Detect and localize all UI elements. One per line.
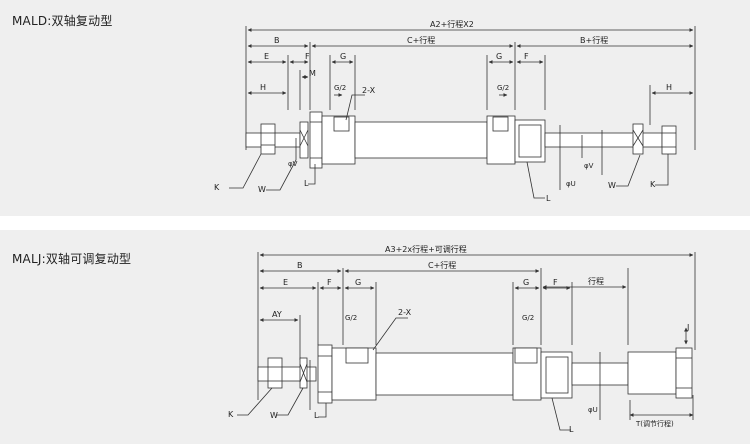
malj-drawing: [237, 252, 696, 431]
mald-title: MALD:双轴复动型: [12, 14, 113, 28]
malj-dim-e: E: [283, 278, 288, 287]
malj-label-l-left: L: [314, 411, 319, 420]
mald-dim-h-left: H: [260, 83, 266, 92]
mald-dim-b-stroke: B+行程: [580, 35, 608, 45]
mald-dim-f-left: F: [305, 52, 310, 61]
mald-label-l-left: L: [304, 179, 309, 188]
mald-dim-g2-right: G/2: [497, 84, 509, 92]
malj-label-phiu: φU: [588, 406, 598, 414]
mald-label-k-left: K: [214, 183, 220, 192]
malj-label-w: W: [270, 411, 278, 420]
mald-dim-c-stroke: C+行程: [407, 35, 435, 45]
malj-dim-g2-left: G/2: [345, 314, 357, 322]
mald-label-phiv-left: φV: [288, 160, 298, 168]
mald-label-phiu: φU: [566, 180, 576, 188]
mald-drawing: [229, 26, 696, 199]
malj-panel: [0, 230, 750, 444]
malj-port-2x: 2-X: [398, 308, 412, 317]
mald-dim-f-right: F: [524, 52, 529, 61]
malj-title: MALJ:双轴可调复动型: [12, 252, 132, 266]
malj-label-adjust: T(调节行程): [635, 419, 674, 428]
malj-dim-c-stroke: C+行程: [428, 260, 456, 270]
mald-label-phiv-right: φV: [584, 162, 594, 170]
mald-dim-e: E: [264, 52, 269, 61]
mald-label-w-right: W: [608, 181, 616, 190]
mald-label-w-left: W: [258, 185, 266, 194]
mald-dim-g2-left: G/2: [334, 84, 346, 92]
mald-dim-b: B: [274, 36, 280, 45]
mald-dim-h-right: H: [666, 83, 672, 92]
malj-label-l-right: L: [569, 425, 574, 434]
malj-labels: A3+2x行程+可调行程 B C+行程 行程 E F G G F AY G/2 …: [228, 244, 689, 434]
malj-dim-f-left: F: [327, 278, 332, 287]
mald-panel: [0, 0, 750, 216]
mald-label-k-right: K: [650, 180, 656, 189]
malj-dim-f-right: F: [553, 278, 558, 287]
mald-dim-g-left: G: [340, 52, 346, 61]
mald-dim-g-right: G: [496, 52, 502, 61]
mald-dim-m: M: [309, 69, 316, 78]
mald-port-2x: 2-X: [362, 86, 376, 95]
mald-total-length: A2+行程X2: [430, 19, 474, 29]
malj-dim-g-right: G: [523, 278, 529, 287]
malj-dim-ay: AY: [272, 310, 282, 319]
malj-dim-g-left: G: [355, 278, 361, 287]
malj-dim-j: J: [686, 323, 689, 332]
malj-dim-stroke: 行程: [588, 276, 604, 286]
malj-dim-g2-right: G/2: [522, 314, 534, 322]
mald-labels: A2+行程X2 B C+行程 B+行程 E F G M H G/2 2-X G …: [214, 19, 672, 203]
malj-label-k: K: [228, 410, 234, 419]
malj-dim-b: B: [297, 261, 303, 270]
malj-total-length: A3+2x行程+可调行程: [385, 244, 467, 254]
mald-label-l-right: L: [546, 194, 551, 203]
